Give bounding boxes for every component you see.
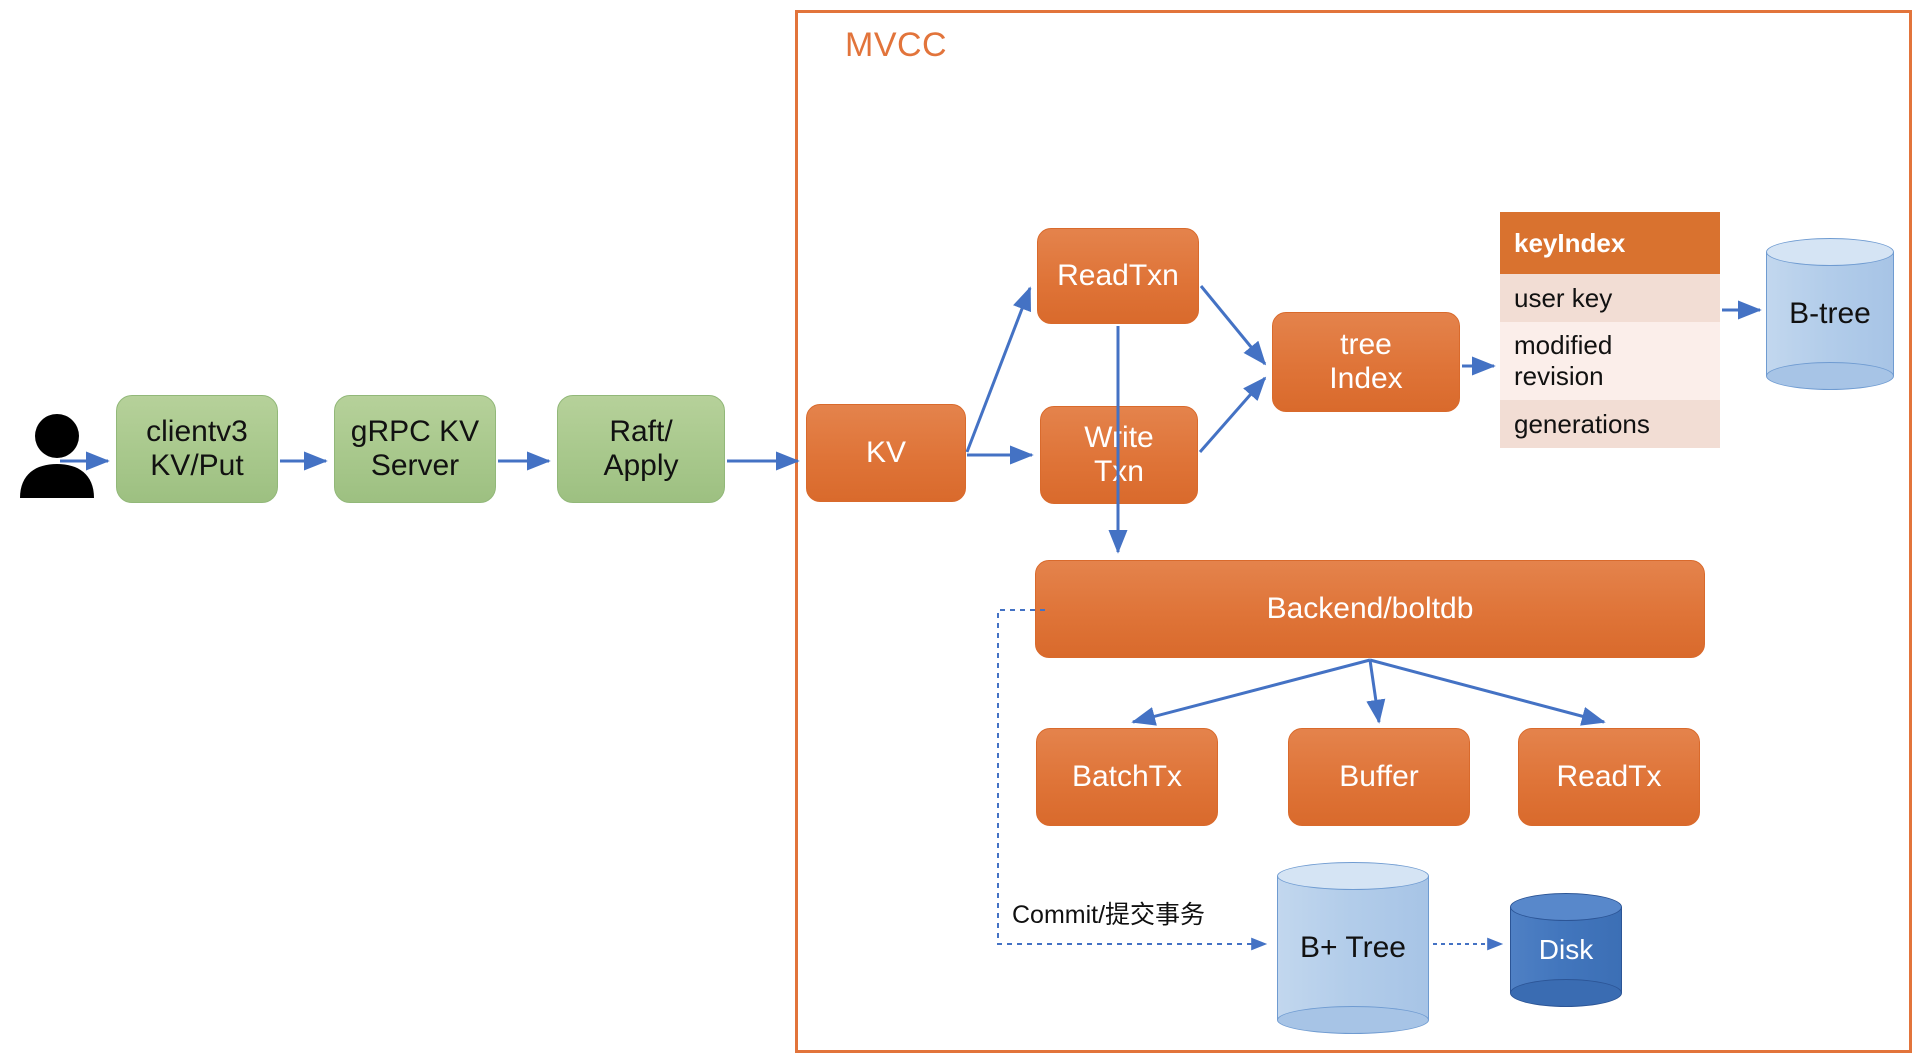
node-read-tx[interactable]: ReadTx [1518,728,1700,826]
node-kv[interactable]: KV [806,404,966,502]
person-icon [14,412,100,498]
mvcc-container [795,10,1912,1053]
btree-cylinder: B-tree [1766,238,1894,390]
disk-label: Disk [1538,934,1594,965]
pipeline-step-clientv3-label: clientv3 KV/Put [146,415,248,482]
node-read-txn[interactable]: ReadTxn [1037,228,1199,324]
pipeline-step-raft-apply[interactable]: Raft/ Apply [557,395,725,503]
node-batch-tx[interactable]: BatchTx [1036,728,1218,826]
commit-edge-label: Commit/提交事务 [1012,901,1206,929]
bplus-tree-label: B+ Tree [1300,931,1406,964]
node-tree-index-label: tree Index [1329,328,1403,395]
bplus-tree-cylinder: B+ Tree [1277,862,1429,1034]
node-kv-label: KV [865,436,907,470]
node-batch-tx-label: BatchTx [1071,760,1183,794]
node-backend-boltdb-label: Backend/boltdb [1266,592,1474,626]
keyindex-header: keyIndex [1500,212,1720,274]
disk-cylinder: Disk [1510,893,1622,1007]
keyindex-row-generations: generations [1500,400,1720,448]
keyindex-row-modified-revision: modified revision [1500,322,1720,400]
keyindex-row-user-key: user key [1500,274,1720,322]
node-write-txn-label: Write Txn [1084,421,1154,488]
node-write-txn[interactable]: Write Txn [1040,406,1198,504]
keyindex-table: keyIndex user key modified revision gene… [1500,212,1720,448]
node-tree-index[interactable]: tree Index [1272,312,1460,412]
node-backend-boltdb[interactable]: Backend/boltdb [1035,560,1705,658]
node-read-txn-label: ReadTxn [1057,259,1179,293]
node-read-tx-label: ReadTx [1556,760,1662,794]
pipeline-step-grpc-kv-server-label: gRPC KV Server [350,415,480,482]
node-buffer-label: Buffer [1339,760,1419,794]
mvcc-title: MVCC [845,26,948,64]
btree-label: B-tree [1789,297,1871,330]
pipeline-step-raft-apply-label: Raft/ Apply [603,415,679,482]
pipeline-step-grpc-kv-server[interactable]: gRPC KV Server [334,395,496,503]
pipeline-step-clientv3[interactable]: clientv3 KV/Put [116,395,278,503]
node-buffer[interactable]: Buffer [1288,728,1470,826]
